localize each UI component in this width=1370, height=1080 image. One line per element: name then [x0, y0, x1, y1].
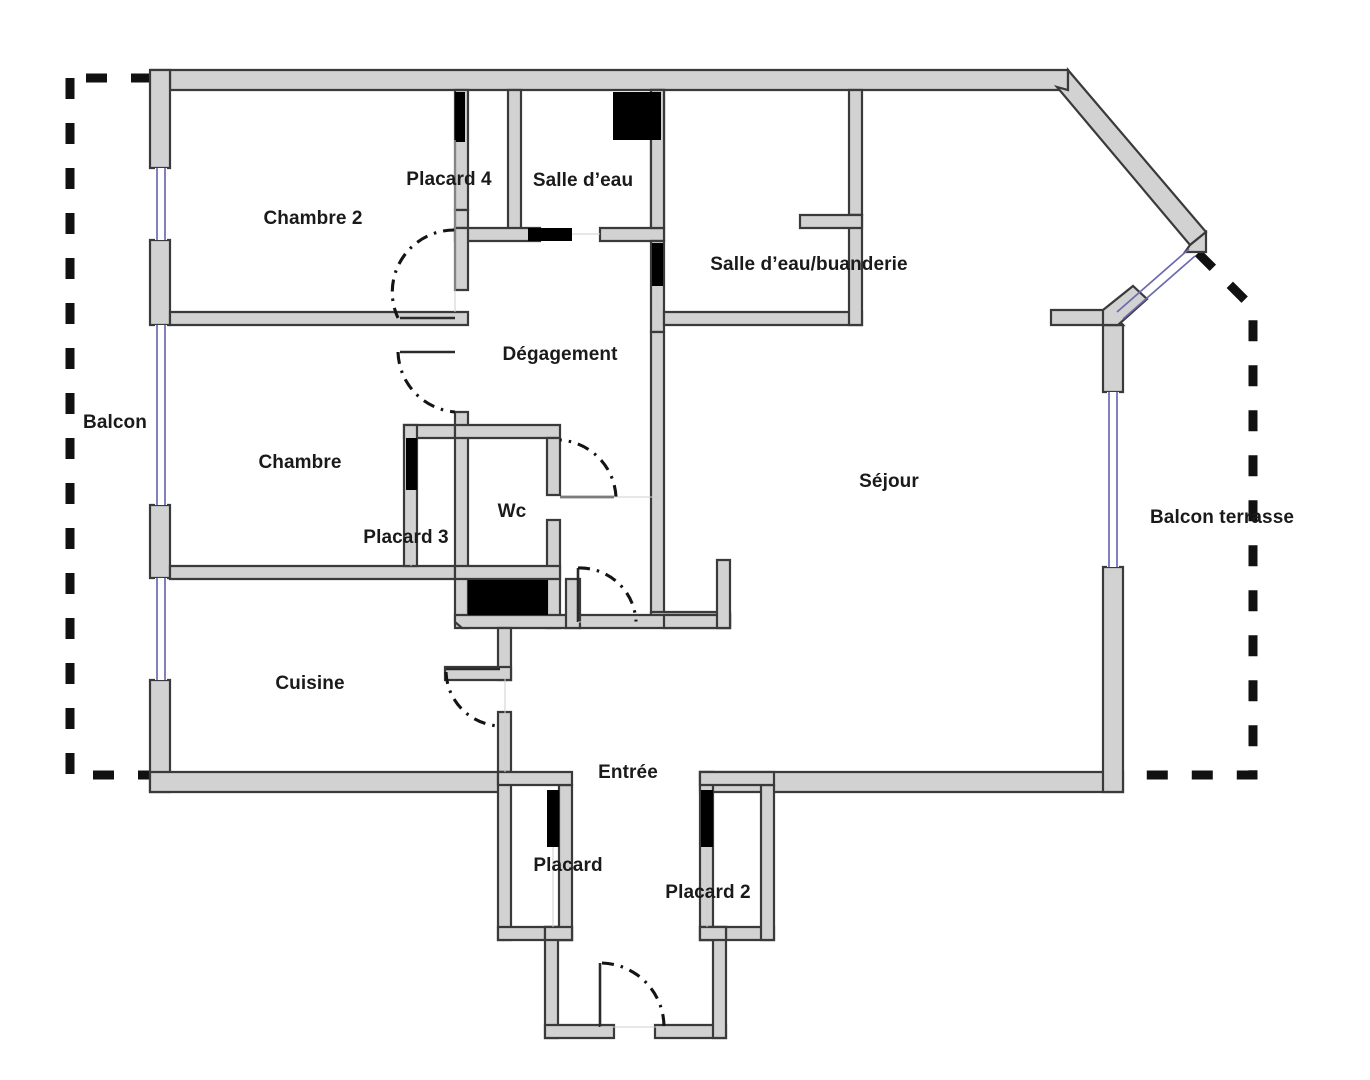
fixtures-and-door-jambs	[406, 92, 713, 847]
room-label-placard: Placard	[533, 855, 603, 876]
room-label-chambre-2: Chambre 2	[263, 208, 363, 229]
room-label-balcon: Balcon	[83, 412, 147, 433]
room-label-wc: Wc	[497, 501, 527, 522]
bathtub-fixture	[613, 92, 661, 140]
balcon-left-dashed-outline	[65, 73, 150, 780]
room-label-entree: Entrée	[598, 762, 658, 783]
room-label-salle-d-eau: Salle d’eau	[532, 170, 634, 191]
room-label-balcon-terrasse: Balcon terrasse	[1149, 507, 1295, 528]
thresholds	[410, 140, 708, 1028]
windows	[155, 168, 1196, 680]
interior-walls	[168, 88, 864, 774]
entree-vestibule-walls	[496, 770, 776, 1040]
room-label-salle-d-eau-buanderie: Salle d’eau/buanderie	[710, 254, 908, 275]
kitchen-counter-fixture	[468, 580, 548, 615]
room-label-placard-4: Placard 4	[406, 169, 492, 190]
room-label-sejour: Séjour	[859, 471, 919, 492]
room-label-chambre: Chambre	[258, 452, 342, 473]
room-label-cuisine: Cuisine	[275, 673, 345, 694]
room-label-placard-2: Placard 2	[665, 882, 751, 903]
room-label-degagement: Dégagement	[502, 344, 618, 365]
room-label-placard-3: Placard 3	[363, 527, 449, 548]
